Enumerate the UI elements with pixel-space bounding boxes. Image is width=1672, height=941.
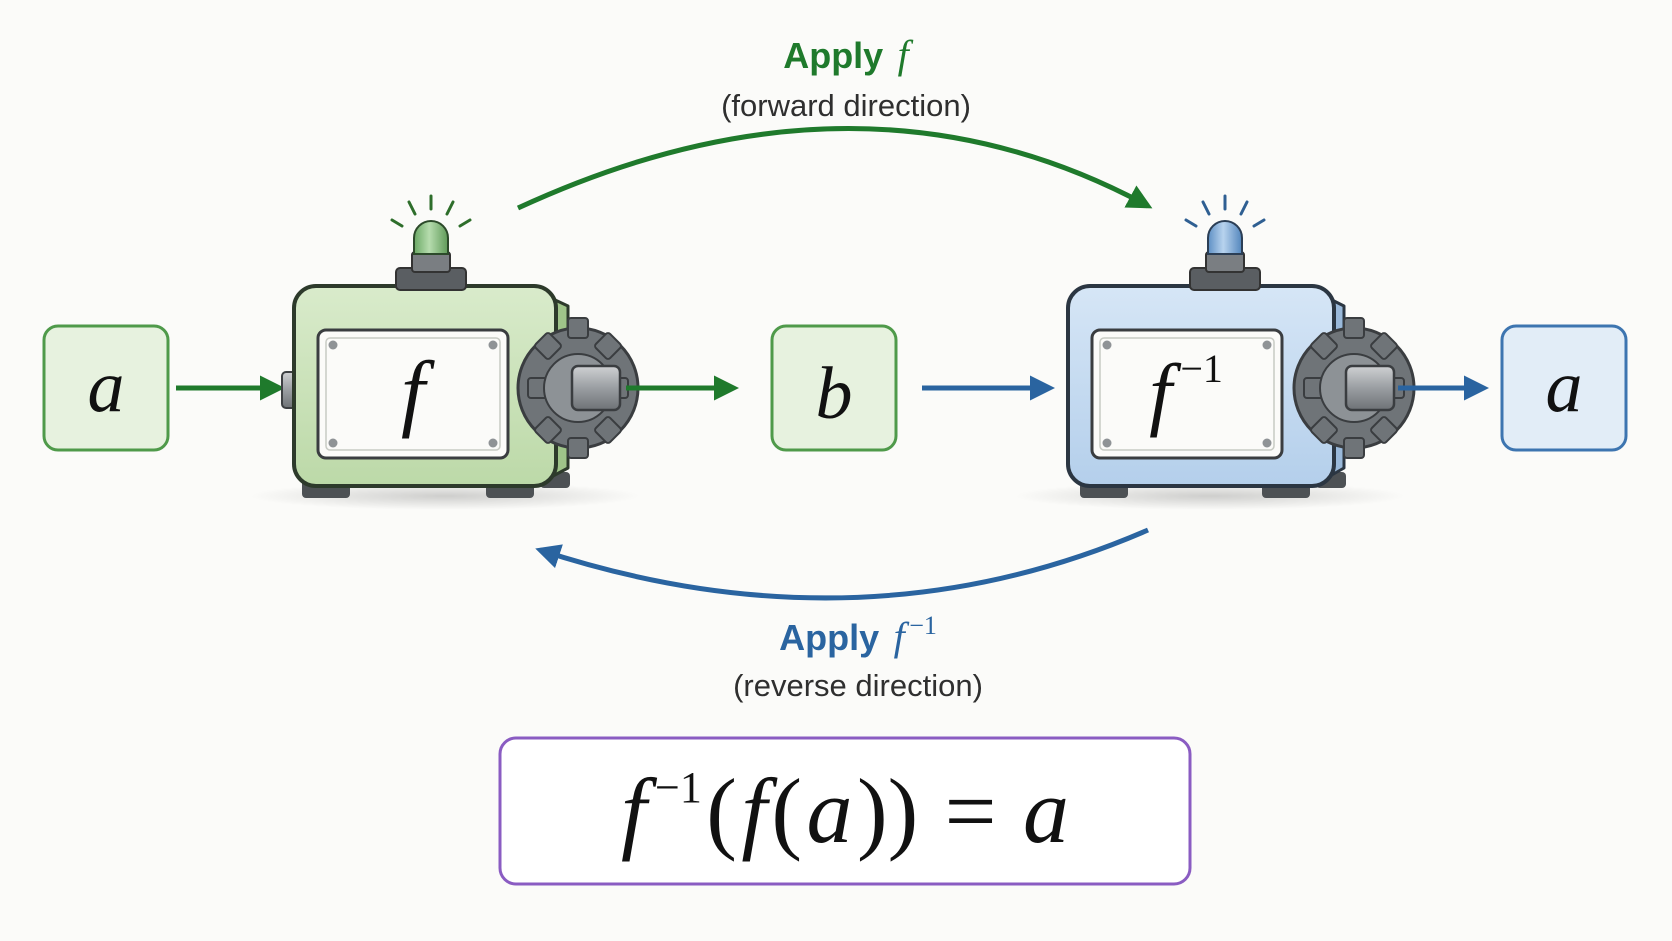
reverse-curve-arrow <box>535 527 1149 601</box>
output-node-symbol: a <box>1546 346 1583 428</box>
forward-lamp-icon <box>390 194 472 291</box>
forward-curve-arrow <box>516 126 1153 211</box>
equation-box: f −1 ( f ( a )) = a <box>498 736 1192 886</box>
inverse-machine: f −1 <box>1015 194 1416 510</box>
middle-node-symbol: b <box>816 353 853 435</box>
forward-label-title: Apply f <box>783 32 913 77</box>
reverse-label-subtitle: (reverse direction) <box>733 668 983 703</box>
middle-node: b <box>770 324 898 452</box>
forward-label-subtitle: (forward direction) <box>721 88 971 123</box>
forward-machine: f <box>250 194 640 510</box>
output-node: a <box>1500 324 1628 452</box>
inverse-lamp-icon <box>1184 194 1266 291</box>
reverse-label-title: Apply f −1 <box>779 611 937 659</box>
input-node: a <box>42 324 170 452</box>
input-node-symbol: a <box>88 346 125 428</box>
